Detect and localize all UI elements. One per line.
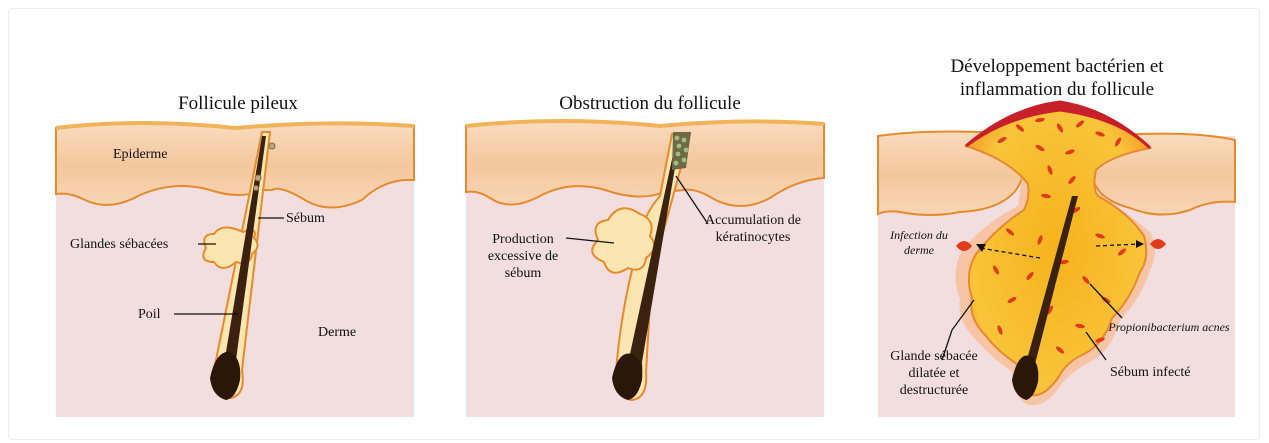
label-infection: Infection du derme [884, 228, 954, 258]
epiderme-layer [56, 123, 414, 208]
label-sebum-infecte: Sébum infecté [1110, 364, 1190, 381]
label-glande-dilatee: Glande sébacée dilatée et destructurée [888, 348, 980, 399]
label-derme: Derme [318, 324, 356, 341]
panel-1-title: Follicule pileux [128, 92, 348, 115]
panel-normal-follicle [56, 123, 414, 417]
label-propioni: Propionibacterium acnes [1108, 320, 1230, 335]
label-accumulation: Accumulation de kératinocytes [698, 212, 808, 246]
label-poil: Poil [138, 306, 161, 323]
panel-2-title: Obstruction du follicule [530, 92, 770, 115]
label-glandes: Glandes sébacées [70, 236, 168, 253]
label-epiderme: Epiderme [113, 146, 167, 163]
label-sebum: Sébum [286, 210, 325, 227]
label-production: Production excessive de sébum [478, 231, 568, 282]
epiderme-layer [466, 121, 824, 206]
panel-3-title: Développement bactérien et inflammation … [912, 55, 1202, 101]
